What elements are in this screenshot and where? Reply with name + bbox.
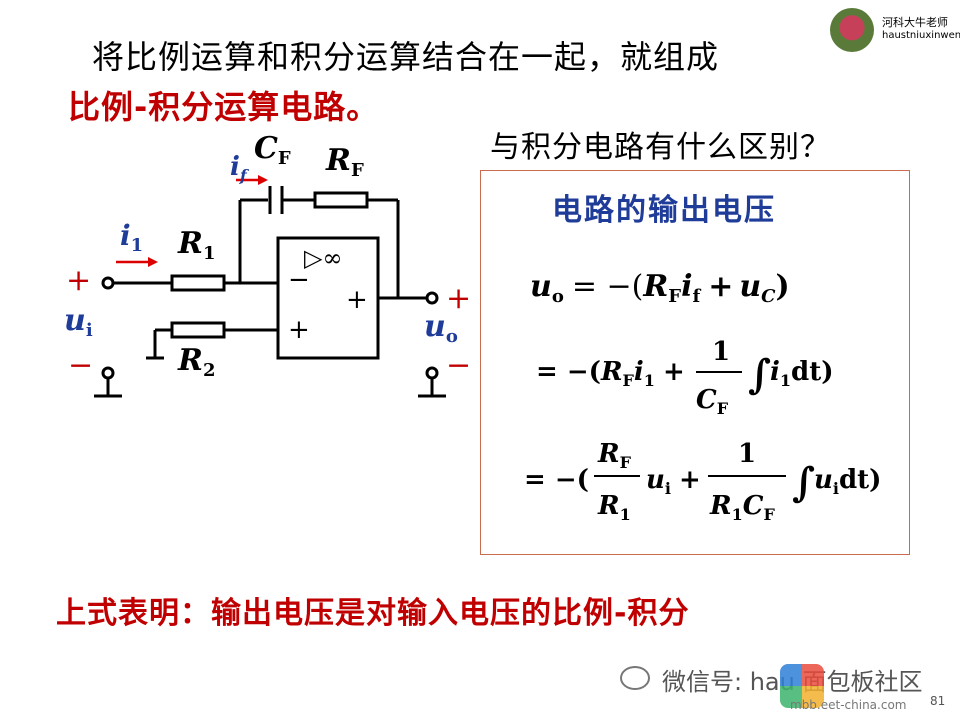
ui-plus: + [66,263,91,298]
eq1: uo= −(RFif+uC) [530,269,790,307]
uo-terminal [425,291,439,305]
watermark-url: mbb.eet-china.com [790,698,907,712]
rf-label: RF [325,143,364,181]
equation-box-title: 电路的输出电压 [552,193,776,228]
eq3-frac2-den: R1CF [709,491,775,524]
eq3-prefix: = −( [524,465,589,495]
question-text: 与积分电路有什么区别？ [490,130,831,165]
opamp-plus: + [288,315,310,345]
eq2-denominator: CF [696,385,729,418]
brand-name: 河科大牛老师 [882,16,948,29]
eq3-body: uidt) [814,465,881,498]
eq3-integral: ∫ [792,459,815,506]
ui-terminal [101,276,115,290]
brand-avatar [830,8,874,52]
uo-minus: − [446,348,471,383]
i1-label: i1 [120,219,143,256]
r2-label: R2 [177,343,215,381]
equation-box [480,170,910,555]
uo-label: uo [424,309,458,347]
eq2-numerator: 1 [712,337,730,367]
if-label: if [230,152,250,185]
equations: uo= −(RFif+uC) = −(RFi1+ 1 CF ∫ i1dt) = … [524,269,881,524]
eq2-body: i1dt) [770,357,834,390]
cf-label: CF [254,131,291,169]
ui-minus: − [68,348,93,383]
rf-resistor [313,191,369,209]
r1-label: R1 [177,226,215,264]
eq3-ui: ui+ [646,465,701,498]
slide-title-line2: 比例-积分运算电路。 [68,88,380,126]
eq3-frac1-num: RF [597,439,632,472]
eq2-prefix: = −(RFi1+ [536,357,685,390]
page-number: 81 [930,694,946,708]
conclusion-text: 上式表明：输出电压是对输入电压的比例-积分 [56,596,690,631]
r1-resistor [170,274,226,292]
uo-plus: + [446,281,471,316]
pi-circuit-diagram: if CF RF i1 R1 R2 ui uo + − + − ▷∞ − + + [64,131,471,398]
watermark-logo [780,664,824,708]
eq3-frac1-den: R1 [597,491,631,524]
eq2-integral: ∫ [748,351,771,398]
slide-title-line1: 将比例运算和积分运算结合在一起，就组成 [92,38,720,76]
eq3-frac2-num: 1 [738,439,756,469]
opamp-symbol: ▷∞ [304,244,342,272]
opamp-minus: − [288,265,310,295]
opamp-output-sign: + [346,285,368,315]
ui-label: ui [64,303,93,341]
r2-resistor [170,321,226,339]
wechat-icon [620,666,650,690]
brand-handle: haustniuxinwen [882,30,960,41]
